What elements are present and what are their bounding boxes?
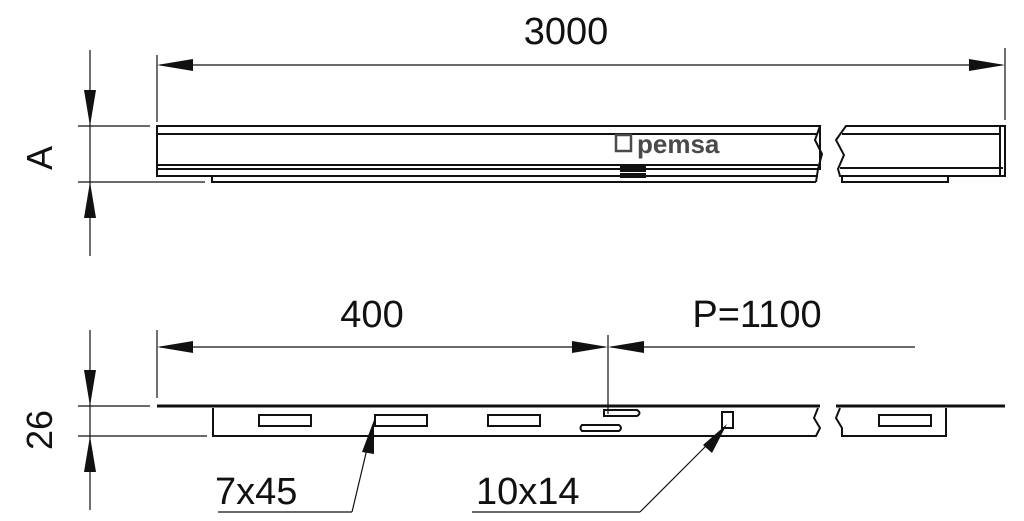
slot (878, 414, 932, 427)
joint-clip-bottom (579, 424, 622, 432)
hole-label: 10x14 (476, 471, 580, 513)
top-view: 3000 pemsa A (19, 11, 1006, 256)
arrow-right (969, 59, 1005, 71)
arrow-right (572, 341, 608, 353)
arrow-left (608, 341, 644, 353)
tray-right-foot (841, 176, 949, 183)
length-label: 3000 (524, 11, 609, 53)
bottom-view: 400 P=1100 26 7x45 (19, 294, 1005, 513)
arrow-up (84, 436, 96, 472)
tray-base-right (834, 407, 947, 437)
tray-left-body (156, 125, 821, 170)
logo-text: pemsa (637, 129, 720, 159)
joint-clip-top (603, 409, 641, 417)
tray-base-left (212, 407, 822, 437)
tray-right-segment (834, 125, 1006, 177)
height-label: A (19, 146, 60, 170)
slot (258, 414, 312, 427)
hole (721, 411, 734, 429)
pitch-label: P=1100 (692, 294, 821, 336)
arrow-down (84, 370, 96, 406)
pemsa-logo: pemsa (614, 129, 720, 159)
logo-mark-icon (614, 133, 633, 153)
arrow-down (84, 90, 96, 126)
slot-leader-arrow (362, 420, 374, 454)
hole-leader-arrow (703, 424, 727, 453)
slot (374, 414, 428, 427)
height-label: 26 (19, 410, 60, 450)
joint-marker-lower (620, 173, 646, 178)
slot (487, 414, 541, 427)
arrow-left (157, 341, 193, 353)
joint-marker (620, 166, 646, 172)
arrow-left (157, 59, 193, 71)
tray-left-base (156, 169, 818, 177)
arrow-up (84, 182, 96, 218)
first-slot-label: 400 (340, 294, 403, 336)
slot-label: 7x45 (215, 471, 297, 513)
tray-left-foot (211, 176, 816, 183)
